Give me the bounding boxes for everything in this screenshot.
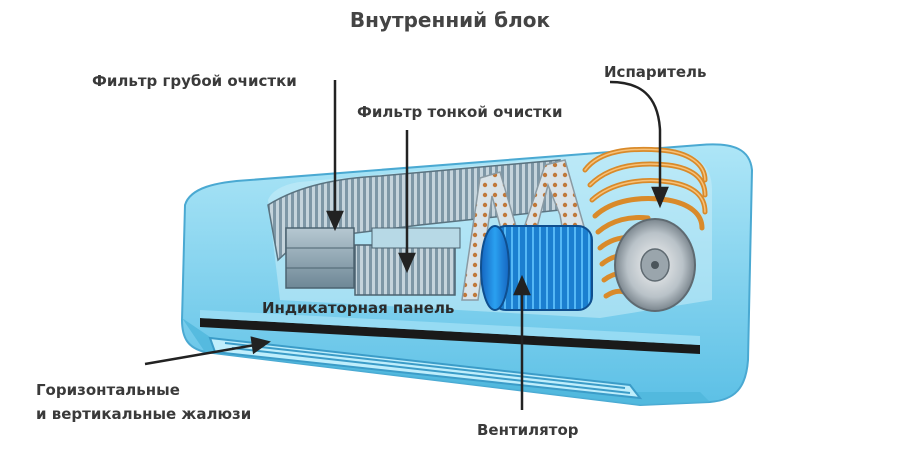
label-indicator-panel: Индикаторная панель (262, 299, 455, 317)
label-coarse-filter: Фильтр грубой очистки (92, 72, 297, 90)
label-fine-filter: Фильтр тонкой очистки (357, 103, 563, 121)
label-louvers-line1: Горизонтальные (36, 381, 180, 399)
fan-motor (614, 218, 696, 312)
label-louvers-line2: и вертикальные жалюзи (36, 405, 252, 423)
label-louvers: Горизонтальные и вертикальные жалюзи (36, 378, 251, 426)
louvers (208, 336, 643, 400)
indicator-panel (200, 310, 700, 354)
fan-rotor (480, 225, 593, 311)
diagram-title: Внутренний блок (349, 8, 551, 32)
pointer-arrows (144, 80, 669, 410)
label-evaporator: Испаритель (604, 63, 707, 81)
label-fan: Вентилятор (477, 421, 579, 439)
